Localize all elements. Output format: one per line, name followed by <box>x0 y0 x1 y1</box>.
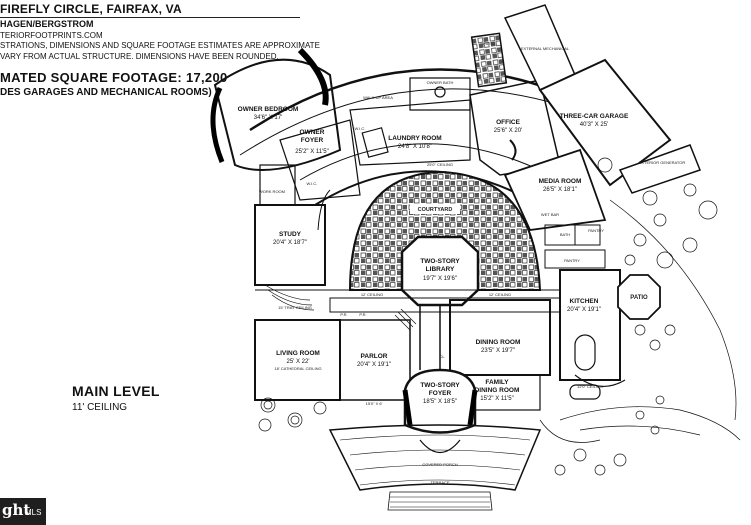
ceiling-12-b: 12' CEILING <box>489 292 511 297</box>
level-name: MAIN LEVEL <box>72 383 160 399</box>
square-footage: MATED SQUARE FOOTAGE: 17,200 <box>0 70 228 85</box>
garage-dim: 40'3" X 25' <box>580 122 608 128</box>
room-labels: OWNER BEDROOM 34'6" X 17' OWNER FOYER 25… <box>238 106 629 405</box>
laundry-label: LAUNDRY ROOM <box>388 135 441 142</box>
library-label-1: TWO-STORY <box>420 258 460 265</box>
ceiling-25-label: 25'0" CEILING <box>427 162 453 167</box>
library-label-2: LIBRARY <box>426 266 455 273</box>
owner-foyer-dim: 25'2" X 11'5" <box>295 149 328 155</box>
parlor-label: PARLOR <box>361 353 388 360</box>
library-octagon <box>400 235 480 307</box>
kitchen-label: KITCHEN <box>570 298 599 305</box>
media-label: MEDIA ROOM <box>539 178 582 185</box>
ext-generator-label: EXTERIOR GENERATOR <box>639 160 686 165</box>
logo-text: MLS <box>25 508 42 517</box>
service-wing <box>349 77 471 166</box>
dining-dim: 23'5" X 19'7" <box>481 348 515 354</box>
disclaimer-line-1: STRATIONS, DIMENSIONS AND SQUARE FOOTAGE… <box>0 41 320 50</box>
study-label: STUDY <box>279 231 302 238</box>
family-dining-dim: 15'2" X 11'5" <box>480 396 513 402</box>
foyer-label-1: TWO-STORY <box>420 382 460 389</box>
garage-label: THREE-CAR GARAGE <box>560 113 629 120</box>
library-dim: 19'7" X 19'6" <box>423 276 457 282</box>
pantry-label: PANTRY <box>588 228 604 233</box>
disclaimer-line-2: VARY FROM ACTUAL STRUCTURE. DIMENSIONS H… <box>0 52 279 61</box>
level-ceiling: 11' CEILING <box>72 402 128 413</box>
pantry2-label: PANTRY <box>564 258 580 263</box>
owner-foyer-label-1: OWNER <box>300 129 325 136</box>
covered-porch-label: COVERED PORCH <box>422 462 457 467</box>
ext-mech-label: EXTERNAL MECHANICAL <box>521 46 570 51</box>
garage-walls <box>538 58 672 187</box>
main-walls <box>254 204 621 411</box>
media-room-walls <box>503 148 607 231</box>
square-footage-note: DES GARAGES AND MECHANICAL ROOMS) <box>0 87 212 98</box>
logo-mark: ght <box>2 501 31 519</box>
foyer-dim: 18'5" X 18'5" <box>423 399 457 405</box>
office-desk <box>509 139 517 161</box>
pr1-label: P.R. <box>340 312 347 317</box>
living-dim: 25' X 22' <box>287 359 310 365</box>
media-dim: 26'5" X 18'1" <box>543 187 577 193</box>
parlor-ceiling-label: 15'0" X 6' <box>366 401 383 406</box>
agent-name: HAGEN/BERGSTROM <box>0 19 94 29</box>
family-dining-label-1: FAMILY <box>485 379 509 386</box>
address-heading: FIREFLY CIRCLE, FAIRFAX, VA <box>0 2 182 16</box>
foyer-label-2: FOYER <box>429 390 452 397</box>
mls-logo: ght MLS <box>0 498 46 525</box>
office-dim: 25'6" X 20' <box>494 128 522 134</box>
wic2-label: W.I.C. <box>307 181 318 186</box>
patio-top-label: PATIO <box>483 41 494 46</box>
terrace-label: TERRACE <box>430 480 449 485</box>
website-text: TERIORFOOTPRINTS.COM <box>0 31 103 40</box>
parlor-dim: 20'4" X 19'1" <box>357 362 391 368</box>
courtyard <box>348 170 542 291</box>
study-dim: 20'4" X 18'7" <box>273 240 307 246</box>
landscaping <box>258 157 741 476</box>
pr2-label: P.R. <box>359 312 366 317</box>
courtyard-label-box <box>410 204 460 214</box>
small-labels: PATIO EXTERNAL MECHANICAL OWNER BATH WAL… <box>259 41 685 485</box>
living-label: LIVING ROOM <box>276 350 320 357</box>
exterior-generator-box <box>618 144 701 194</box>
ceiling-12-a: 12' CEILING <box>361 292 383 297</box>
owner-bedroom-label: OWNER BEDROOM <box>238 106 299 113</box>
header-divider <box>0 17 300 18</box>
wet-bar-label: WET BAR <box>541 212 559 217</box>
patio-top <box>470 32 508 88</box>
tray-ceiling-label: 15' TRAY CEILING <box>278 305 312 310</box>
kitchen-island <box>569 334 626 400</box>
patio-right-octagon <box>617 274 661 320</box>
foyer <box>402 368 478 434</box>
kitchen-dim: 20'4" X 19'1" <box>567 307 601 313</box>
stairs <box>264 284 417 331</box>
laundry-dim: 24'8" X 10'8" <box>398 144 432 150</box>
porch-and-terrace <box>328 424 542 511</box>
walk-up-label: WALK-UP AREA <box>363 95 393 100</box>
courtyard-label: COURTYARD <box>418 207 453 213</box>
kitchen-ceiling-label: 12'0" CEILING <box>577 384 603 389</box>
work-room-label: WORK ROOM <box>259 189 285 194</box>
owner-bedroom-dim: 34'6" X 17' <box>254 115 282 121</box>
owner-foyer-label-2: FOYER <box>301 137 324 144</box>
owner-bath-label: OWNER BATH <box>427 80 454 85</box>
patio-right-label: PATIO <box>630 295 648 301</box>
owner-wing <box>210 47 361 231</box>
family-dining-label-2: DINING ROOM <box>475 387 520 394</box>
right-service <box>544 224 606 269</box>
dining-label: DINING ROOM <box>476 339 521 346</box>
living-ceiling-note: 18' CATHEDRAL CEILING <box>274 366 321 371</box>
wic-label: W.I.C. <box>355 126 366 131</box>
closet-label: CL <box>439 354 445 359</box>
bath-label: BATH <box>560 232 570 237</box>
office-label: OFFICE <box>496 119 520 126</box>
